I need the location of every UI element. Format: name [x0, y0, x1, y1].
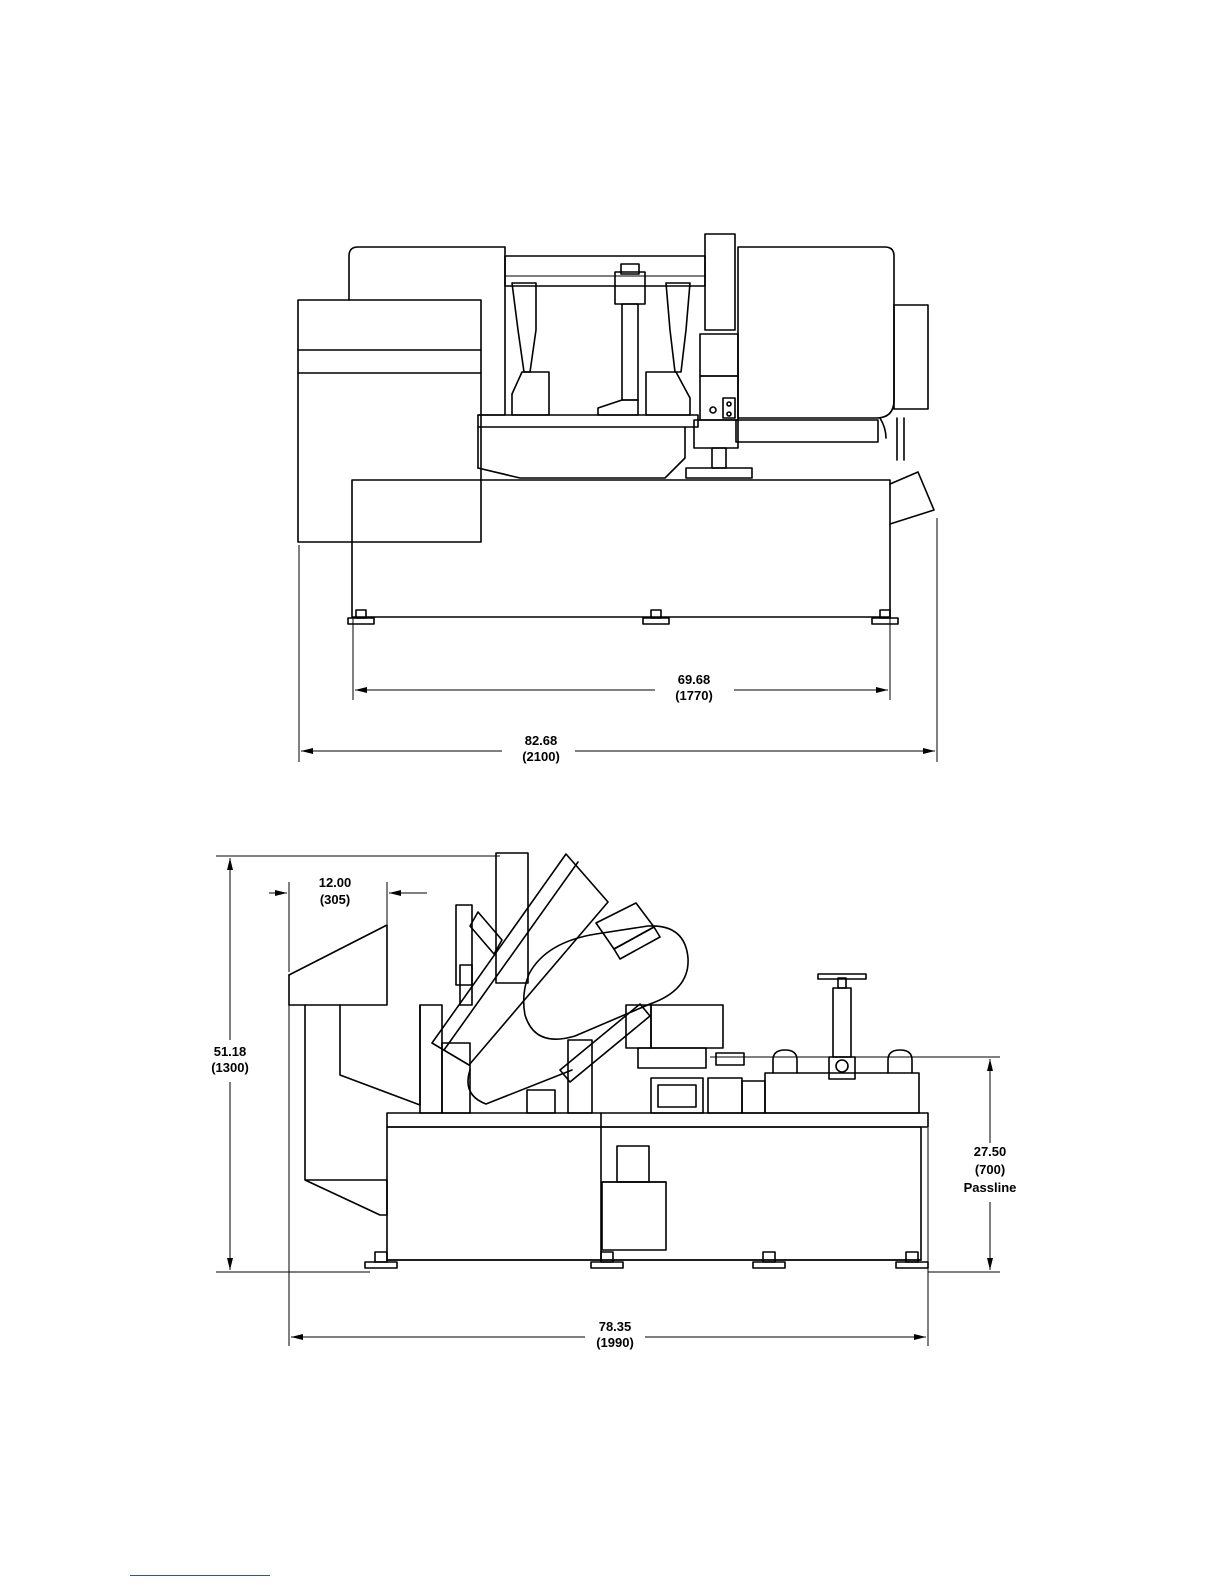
- dim-inner-width-value: 69.68: [678, 672, 711, 687]
- blade-guide-block: [700, 334, 738, 376]
- footer-link-underline: [130, 1575, 270, 1576]
- dim-passline-value: 27.50: [974, 1144, 1007, 1159]
- hydraulic-unit: [602, 1182, 666, 1250]
- dim-offset-value: 12.00: [319, 875, 352, 890]
- vise-screw-post: [833, 988, 851, 1057]
- dim-passline-metric: (700): [975, 1162, 1005, 1177]
- dim-overall-width-metric: (2100): [522, 749, 560, 764]
- side-view: 51.18 (1300) 12.00 (305) 27.50 (700) Pas…: [211, 853, 1016, 1350]
- right-guide-arm: [666, 283, 690, 372]
- chip-hopper: [289, 925, 387, 1215]
- dim-offset-metric: (305): [320, 892, 350, 907]
- head-frame: [420, 1005, 442, 1113]
- vise-bar: [478, 415, 698, 427]
- blade-tension-housing: [736, 420, 878, 442]
- machine-base: [352, 480, 890, 617]
- control-cabinet: [298, 300, 481, 542]
- chip-chute: [890, 472, 934, 524]
- side-base: [387, 1127, 921, 1260]
- vise-jaw: [651, 1005, 723, 1048]
- left-guide-arm: [512, 283, 536, 372]
- blade-column: [705, 234, 735, 330]
- dim-overall-length-value: 78.35: [599, 1319, 632, 1334]
- side-column: [496, 853, 528, 983]
- work-table: [387, 1113, 928, 1127]
- top-beam: [505, 256, 705, 286]
- wheel-housing-capsule: [524, 926, 688, 1039]
- dim-passline-label: Passline: [964, 1180, 1017, 1195]
- top-view: 69.68 (1770) 82.68 (2100): [298, 234, 937, 764]
- dim-overall-width-value: 82.68: [525, 733, 558, 748]
- dim-overall-length-metric: (1990): [596, 1335, 634, 1350]
- right-wheel-housing: [738, 247, 894, 418]
- dim-overall-height-metric: (1300): [211, 1060, 249, 1075]
- center-post: [615, 272, 645, 304]
- dim-overall-height-value: 51.18: [214, 1044, 247, 1059]
- dim-inner-width-metric: (1770): [675, 688, 713, 703]
